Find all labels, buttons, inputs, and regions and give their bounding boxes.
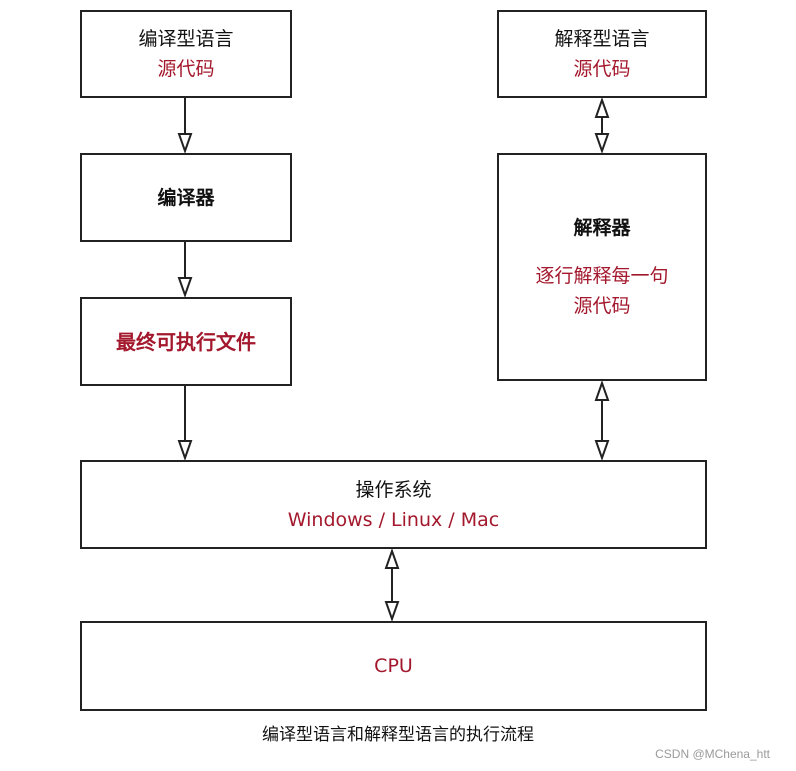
os-title: 操作系统: [355, 478, 432, 501]
cpu-box: CPU: [80, 621, 707, 711]
arrow-source-interpreter-head-up: [594, 96, 610, 118]
interpreted-language-box: 解释型语言 源代码: [497, 10, 707, 98]
arrow-os-cpu-head-down: [384, 601, 400, 623]
arrow-os-cpu-head-up: [384, 547, 400, 569]
os-box: 操作系统 Windows / Linux / Mac: [80, 460, 707, 549]
interpreter-line1: 逐行解释每一句: [535, 265, 669, 287]
interpreted-language-source: 源代码: [573, 58, 631, 80]
arrow-source-interpreter-head-down: [594, 133, 610, 155]
csdn-watermark: CSDN @MChena_htt: [655, 747, 770, 761]
compiled-language-source: 源代码: [157, 58, 215, 80]
os-platforms: Windows / Linux / Mac: [287, 508, 500, 531]
executable-title: 最终可执行文件: [116, 329, 256, 354]
compiler-box: 编译器: [80, 153, 292, 242]
arrow-compiler-to-executable-head: [177, 277, 193, 299]
arrow-executable-to-os-head: [177, 440, 193, 462]
arrow-source-to-compiler-head: [177, 133, 193, 155]
compiled-language-box: 编译型语言 源代码: [80, 10, 292, 98]
interpreted-language-title: 解释型语言: [554, 28, 650, 50]
compiler-title: 编译器: [157, 186, 215, 209]
compiled-language-title: 编译型语言: [138, 28, 234, 50]
interpreter-line2: 源代码: [573, 295, 631, 317]
arrow-interpreter-os-head-down: [594, 440, 610, 462]
arrow-interpreter-os-head-up: [594, 379, 610, 401]
executable-box: 最终可执行文件: [80, 297, 292, 386]
cpu-title: CPU: [374, 655, 413, 677]
interpreter-title: 解释器: [573, 217, 631, 239]
diagram-caption: 编译型语言和解释型语言的执行流程: [262, 725, 534, 745]
